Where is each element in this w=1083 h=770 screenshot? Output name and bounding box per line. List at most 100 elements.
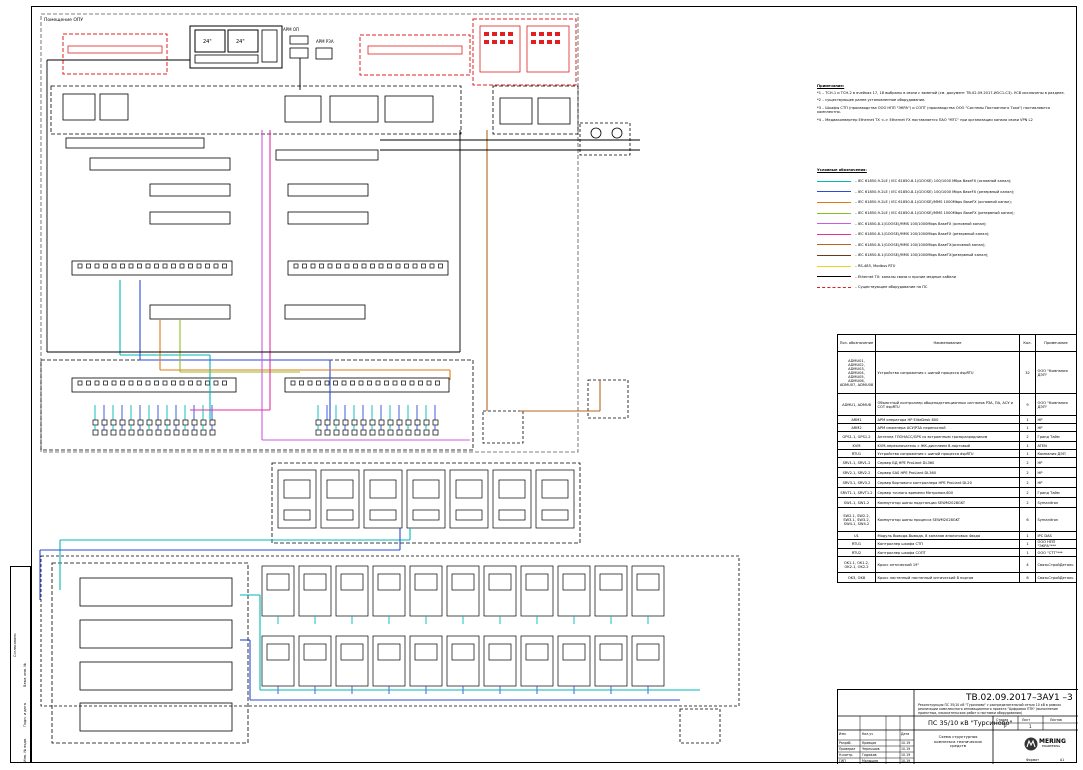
switch-row-1-right bbox=[275, 149, 379, 161]
notes-title: Примечание: bbox=[817, 84, 845, 88]
switch-port bbox=[94, 380, 100, 386]
field-rack bbox=[594, 635, 628, 687]
spec-pos: OK3, OK8 bbox=[837, 572, 876, 583]
title-block-role: Разраб. bbox=[839, 741, 852, 745]
field-port-block bbox=[412, 509, 440, 521]
field-rack bbox=[594, 565, 628, 617]
existing-cabinet-left bbox=[62, 33, 168, 75]
spec-header-name: Наименование bbox=[875, 334, 1020, 352]
cross-port bbox=[209, 419, 216, 426]
laptop bbox=[315, 47, 333, 60]
spec-note: ООО "Компания ДЭП" bbox=[1035, 351, 1077, 394]
legend-text: – IEC 61850-8-1(GOOSE)/ММS 100/1000Мbps … bbox=[855, 242, 986, 247]
cross-port bbox=[360, 429, 367, 436]
legend-line-swatch bbox=[817, 201, 851, 203]
object-name: ПС 35/10 кВ "Турсиново" bbox=[928, 719, 1013, 727]
switch-port bbox=[333, 380, 338, 386]
spec-note: HP bbox=[1035, 467, 1077, 478]
cross-port bbox=[200, 419, 207, 426]
spec-pos: KVM bbox=[837, 441, 876, 450]
spec-name: АРМ инженера АСУ/РЗА переносной bbox=[875, 423, 1020, 432]
existing-cabinet-right bbox=[472, 18, 577, 86]
cross-port bbox=[110, 419, 117, 426]
title-block: ТВ.02.09.2017–ЗАУ1 –3 Реконструкция ПС 3… bbox=[837, 689, 1078, 764]
cross-left bbox=[71, 377, 237, 393]
spec-pos: ADMU1, ADMU8 bbox=[837, 393, 876, 416]
spec-qty: 1 bbox=[1019, 548, 1036, 557]
cross-port bbox=[209, 429, 216, 436]
switch-port bbox=[395, 263, 401, 269]
spec-note: ООО "Компания ДЭП" bbox=[1035, 393, 1077, 416]
brand-sub: ENGINEERING bbox=[1042, 745, 1061, 748]
spec-qty: 1 bbox=[1019, 423, 1036, 432]
legend-text: – IEC 61850-8-1(GOOSE)/ММS 100/1000Мbps … bbox=[855, 221, 987, 226]
spec-qty: 1 bbox=[1019, 449, 1036, 458]
spec-note: Symanitron bbox=[1035, 507, 1077, 532]
cross-port bbox=[182, 419, 189, 426]
field-device bbox=[412, 479, 440, 499]
field-rack bbox=[557, 565, 591, 617]
legend-item: – RS-485, Modbus RTU bbox=[817, 261, 1077, 272]
legend-line-swatch bbox=[817, 244, 851, 246]
spec-note: Гранд Тайм bbox=[1035, 487, 1077, 498]
switch-port bbox=[120, 263, 125, 269]
title-block-date: 10.19 bbox=[901, 759, 911, 763]
legend-title: Условные обозначения: bbox=[817, 168, 867, 172]
title-block-role: Проверил bbox=[839, 747, 856, 751]
arm-rza-label: АРМ РЗА bbox=[316, 39, 334, 44]
spec-name: Контроллер шкафа СТП bbox=[875, 539, 1020, 549]
process-switch-left bbox=[71, 260, 233, 276]
field-sensor-box bbox=[679, 708, 721, 744]
cross-port bbox=[191, 429, 198, 436]
project-description: Реконструкция ПС 35/10 кВ "Турсиново" с … bbox=[918, 703, 1061, 715]
field-device bbox=[541, 479, 569, 499]
field-device bbox=[369, 479, 397, 499]
format-value: А1 bbox=[1060, 758, 1065, 762]
cross-port bbox=[128, 429, 135, 436]
cross-right bbox=[284, 377, 450, 393]
cross-port bbox=[128, 419, 135, 426]
spec-pos: ARM2 bbox=[837, 423, 876, 432]
switch-port bbox=[145, 380, 151, 386]
spec-qty: 2 bbox=[1019, 431, 1036, 442]
switch-port bbox=[179, 380, 185, 386]
switch-port bbox=[154, 380, 159, 386]
spec-name: Контроллер шкафа СОПТ bbox=[875, 548, 1020, 557]
title-block-date: Дата bbox=[901, 732, 910, 736]
legend-text: – IEC 61850-8-1(GOOSE)/ММS 100/1000Мbps … bbox=[855, 253, 989, 258]
cross-port bbox=[387, 419, 394, 426]
switch-port bbox=[171, 380, 176, 386]
field-rack bbox=[372, 635, 406, 687]
switch-port bbox=[86, 380, 91, 386]
spec-pos: SRV2.1, SRV2.2 bbox=[837, 467, 876, 478]
spec-pos: SW2.1, SW2.2, SW3.1, SW3.2, SW4.1, SW4.2 bbox=[837, 507, 876, 532]
cross-port bbox=[164, 419, 171, 426]
spec-name: Устройство сопряжения с шиной процесса d… bbox=[875, 351, 1020, 394]
switch-port bbox=[77, 380, 83, 386]
field-device bbox=[498, 479, 526, 499]
field-device bbox=[525, 573, 549, 591]
cross-port bbox=[137, 419, 144, 426]
cross-port bbox=[155, 429, 162, 436]
field-device bbox=[636, 643, 660, 661]
legend-item: – Существующее оборудование на ПС bbox=[817, 282, 1077, 293]
legend-line-swatch bbox=[817, 254, 851, 256]
existing-cabinet-center bbox=[359, 34, 471, 76]
cross-port bbox=[315, 419, 322, 426]
spec-name: Кросс настенный настенный оптический 8 п… bbox=[875, 572, 1020, 583]
room-boundary bbox=[40, 13, 579, 453]
gateway-group bbox=[50, 85, 462, 135]
cross-port bbox=[414, 429, 421, 436]
cross-port bbox=[432, 419, 439, 426]
switch-port bbox=[188, 263, 193, 269]
field-device bbox=[562, 643, 586, 661]
sheet-no-header: Лист bbox=[1022, 718, 1031, 722]
spec-qty: 6 bbox=[1019, 507, 1036, 532]
monitor-1 bbox=[194, 29, 226, 53]
field-device bbox=[451, 643, 475, 661]
